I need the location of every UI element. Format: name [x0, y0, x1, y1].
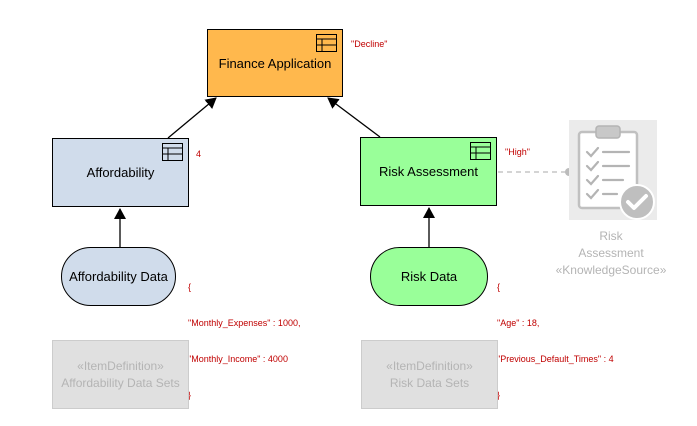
value-line: }: [497, 390, 501, 400]
decision-risk-assessment[interactable]: Risk Assessment: [360, 137, 497, 206]
affordability-data-value: { "Monthly_Expenses" : 1000, "Monthly_In…: [188, 257, 300, 425]
stereotype-label: «ItemDefinition»: [77, 358, 164, 373]
item-definition-name: Risk Data Sets: [389, 375, 470, 390]
value-line: "Monthly_Expenses" : 1000,: [188, 318, 301, 328]
input-label: Affordability Data: [69, 269, 168, 284]
decision-table-icon: [316, 34, 337, 52]
input-affordability-data[interactable]: Affordability Data: [61, 247, 176, 306]
clipboard-checklist-icon[interactable]: [569, 120, 657, 220]
item-definition-affordability-data-sets[interactable]: «ItemDefinition» Affordability Data Sets: [52, 340, 189, 409]
decision-table-icon: [162, 143, 183, 161]
ks-line: Assessment: [578, 246, 644, 260]
value-line: "Previous_Default_Times" : 4: [497, 354, 614, 364]
input-risk-data[interactable]: Risk Data: [370, 247, 488, 306]
stereotype-label: «ItemDefinition»: [386, 358, 473, 373]
decision-label: Risk Assessment: [379, 164, 478, 179]
value-line: {: [188, 282, 192, 292]
input-label: Risk Data: [400, 269, 458, 284]
risk-result-value: "High": [505, 147, 530, 157]
finance-result-value: "Decline": [351, 39, 388, 49]
decision-affordability[interactable]: Affordability: [52, 138, 189, 207]
value-line: "Age" : 18,: [497, 318, 540, 328]
value-line: {: [497, 282, 501, 292]
item-definition-risk-data-sets[interactable]: «ItemDefinition» Risk Data Sets: [361, 340, 498, 409]
value-line: }: [188, 390, 192, 400]
decision-label: Affordability: [86, 165, 155, 180]
knowledge-source-label: Risk Assessment «KnowledgeSource»: [546, 228, 676, 279]
item-definition-name: Affordability Data Sets: [61, 375, 180, 390]
edge-affordability-to-finance: [167, 97, 217, 139]
ks-line: «KnowledgeSource»: [555, 263, 667, 277]
decision-label: Finance Application: [218, 55, 332, 71]
risk-data-value: { "Age" : 18, "Previous_Default_Times" :…: [497, 257, 614, 425]
decision-finance-application[interactable]: Finance Application: [207, 29, 343, 97]
decision-table-icon: [470, 142, 491, 160]
affordability-result-value: 4: [196, 149, 202, 159]
value-line: "Monthly_Income" : 4000: [188, 354, 288, 364]
ks-line: Risk: [599, 229, 623, 243]
edge-risk-to-finance: [327, 97, 381, 138]
